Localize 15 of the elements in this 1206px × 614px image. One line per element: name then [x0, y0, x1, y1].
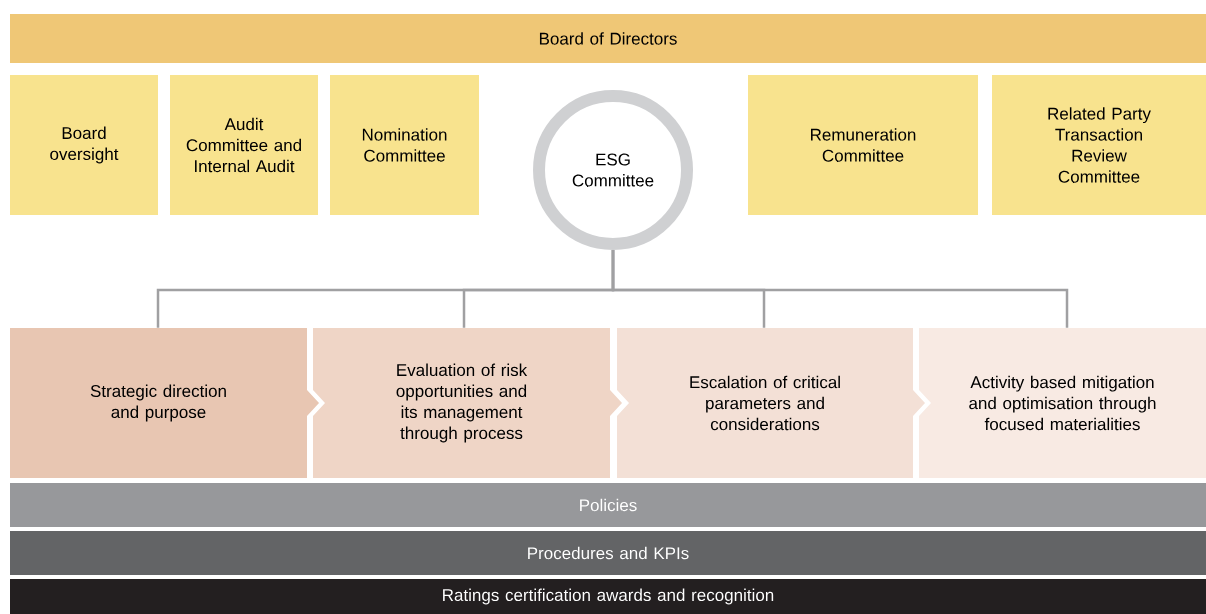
process-box: Activity based mitigation and optimisation through focused materialities [919, 328, 1206, 478]
ring-node: ESG Committee [533, 90, 693, 250]
process-box: Evaluation of risk opportunities and its management through process [313, 328, 622, 478]
committee-box: Board oversight [10, 75, 158, 215]
process-box: Escalation of critical parameters and considerations [617, 328, 925, 478]
connector-line [611, 250, 1069, 328]
policy-band: Procedures and KPIs [10, 531, 1206, 575]
process-box: Strategic direction and purpose [10, 328, 319, 478]
committee-box: Remuneration Committee [748, 75, 978, 215]
committee-box: Related Party Transaction Review Committee [992, 75, 1206, 215]
policy-band: Policies [10, 483, 1206, 527]
committee-box: Nomination Committee [330, 75, 479, 215]
policy-band: Ratings certification awards and recognition [10, 579, 1206, 614]
header-band: Board of Directors [10, 14, 1206, 63]
committee-box: Audit Committee and Internal Audit [170, 75, 318, 215]
